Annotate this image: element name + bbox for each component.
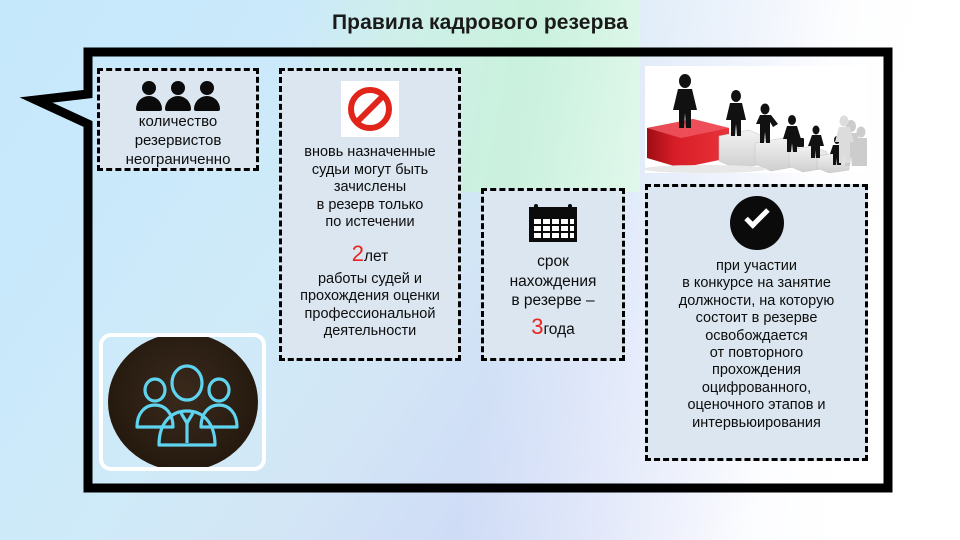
calendar-icon bbox=[527, 201, 579, 245]
reserve-term-value-line: 3года bbox=[484, 314, 622, 340]
reservists-count-text: количество резервистов неограниченно bbox=[125, 113, 231, 168]
prohibition-sign-icon bbox=[341, 81, 399, 137]
career-ladder-graphic bbox=[645, 66, 867, 173]
team-group-icon bbox=[99, 333, 266, 471]
judges-term-number: 2 bbox=[351, 240, 364, 266]
three-people-icon bbox=[100, 75, 256, 111]
reserve-term-unit: года bbox=[543, 320, 575, 338]
reserve-term-number: 3 bbox=[531, 313, 544, 339]
person-head bbox=[200, 81, 214, 95]
person-icon bbox=[165, 81, 191, 111]
check-mark-glyph bbox=[743, 203, 770, 229]
person-icon bbox=[194, 81, 220, 111]
page-title: Правила кадрового резерва bbox=[331, 11, 629, 34]
team-icon-glyph bbox=[135, 364, 239, 447]
check-circle-icon bbox=[729, 196, 784, 250]
person-body bbox=[194, 96, 220, 111]
judges-term-line: 2лет bbox=[286, 241, 454, 267]
prohibition-sign-glyph bbox=[348, 87, 392, 131]
reserve-term-text: срок нахождения в резерве – bbox=[509, 253, 597, 309]
reserve-term-box: срок нахождения в резерве – 3года bbox=[481, 188, 625, 361]
competition-exemption-box: при участии в конкурсе на занятие должно… bbox=[645, 184, 868, 461]
judges-term-unit: лет bbox=[364, 247, 389, 265]
person-head bbox=[171, 81, 185, 95]
calendar-glyph bbox=[529, 204, 577, 242]
person-icon bbox=[136, 81, 162, 111]
person-body bbox=[136, 96, 162, 111]
newly-appointed-judges-box: вновь назначенные судьи могут быть зачис… bbox=[279, 68, 461, 361]
career-ladder-photo bbox=[645, 66, 867, 173]
reservists-count-box: количество резервистов неограниченно bbox=[97, 68, 259, 171]
competition-exemption-text: при участии в конкурсе на занятие должно… bbox=[678, 258, 835, 431]
judges-text-bottom: работы судей и прохождения оценки профес… bbox=[300, 270, 440, 340]
person-body bbox=[165, 96, 191, 111]
judges-text-top: вновь назначенные судьи могут быть зачис… bbox=[304, 144, 436, 230]
person-head bbox=[142, 81, 156, 95]
